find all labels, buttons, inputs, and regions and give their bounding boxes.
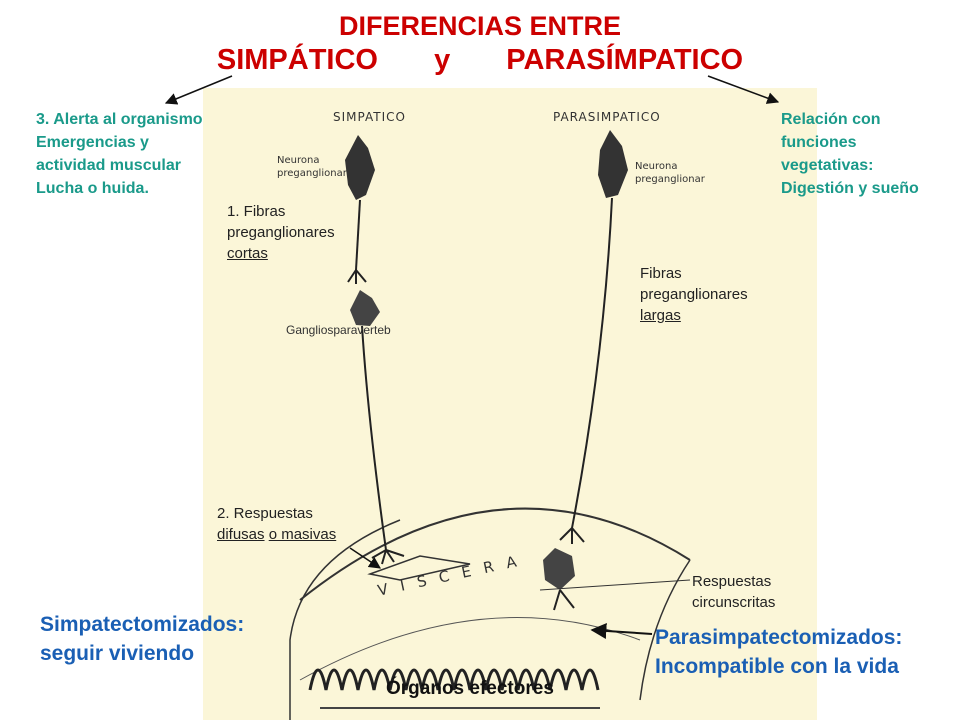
page-title: DIFERENCIAS ENTRE SIMPÁTICO y PARASÍMPAT… xyxy=(0,10,960,78)
bottom-left-note: Simpatectomizados: seguir viviendo xyxy=(40,613,245,665)
label-ganglios: Gangliosparaverteb xyxy=(286,323,391,337)
left-note: 3. Alerta al organismo Emergencias y act… xyxy=(36,111,203,197)
arrow-right xyxy=(707,75,780,104)
title-parasimpatico: PARASÍMPATICO xyxy=(506,44,744,76)
label-respuestas-difusas: 2. Respuestas difusas o masivas xyxy=(217,505,337,543)
image-label-simpatico: SIMPATICO xyxy=(333,110,406,124)
right-note: Relación con funciones vegetativas: Dige… xyxy=(781,111,919,197)
label-respuestas-circunscritas: Respuestas circunscritas xyxy=(692,573,776,611)
bottom-right-note: Parasimpatectomizados: Incompatible con … xyxy=(655,626,903,678)
label-organos-efectores: Órganos efectores xyxy=(386,678,554,699)
title-simpatico: SIMPÁTICO xyxy=(216,44,378,76)
title-line-2: SIMPÁTICO y PARASÍMPATICO xyxy=(0,42,960,78)
image-label-neurona-right: Neurona preganglionar xyxy=(635,161,705,185)
image-label-neurona-left: Neurona preganglionar xyxy=(277,155,347,179)
image-label-parasimpatico: PARASIMPATICO xyxy=(553,110,661,124)
label-fibras-cortas: 1. Fibras preganglionares cortas xyxy=(227,203,335,262)
title-line-1: DIFERENCIAS ENTRE xyxy=(338,11,622,41)
diagram-image xyxy=(203,88,817,720)
label-fibras-largas: Fibras preganglionares largas xyxy=(640,265,748,324)
arrow-left xyxy=(164,75,233,105)
title-y: y xyxy=(434,44,451,76)
